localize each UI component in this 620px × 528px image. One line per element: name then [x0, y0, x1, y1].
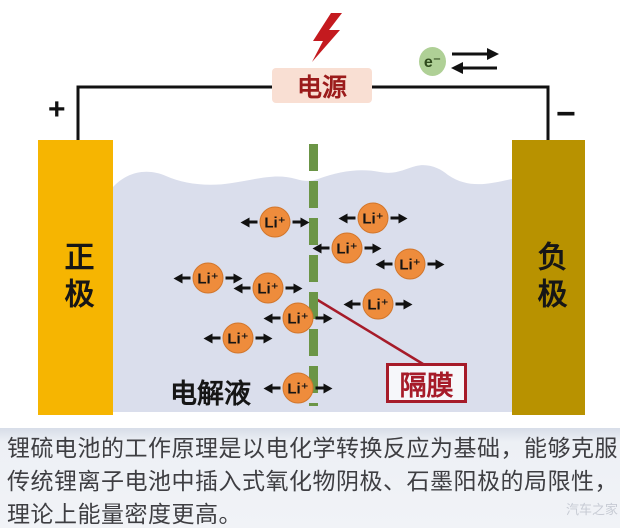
minus-sign: − [556, 95, 576, 133]
right-arrow-shaft [315, 386, 324, 390]
separator-callout-line [315, 297, 424, 366]
electron-label: e⁻ [423, 53, 442, 71]
li-ion: Li⁺ [203, 322, 273, 354]
positive-electrode-label: 正极 [59, 240, 93, 315]
electron-flow-arrows-icon [451, 48, 499, 74]
negative-electrode-label: 负极 [532, 240, 566, 315]
left-arrow-icon [375, 259, 385, 269]
left-arrow-shaft [321, 246, 330, 250]
electrolyte-label: 电解液 [170, 379, 251, 409]
right-arrow-icon [323, 383, 333, 393]
left-arrow-shaft [242, 286, 251, 290]
left-arrow-shaft [212, 336, 221, 340]
left-arrow-shaft [182, 276, 191, 280]
left-arrow-icon [263, 383, 273, 393]
right-arrow-shaft [255, 336, 264, 340]
right-arrow-shaft [427, 262, 436, 266]
right-arrow-icon [435, 259, 445, 269]
separator-membrane [309, 144, 318, 406]
positive-electrode: 正极 [38, 140, 113, 415]
caption-panel: 锂硫电池的工作原理是以电化学转换反应为基础，能够克服 传统锂离子电池中插入式氧化… [0, 428, 620, 528]
li-ion-ball: Li⁺ [222, 322, 254, 354]
negative-electrode: 负极 [512, 140, 585, 415]
left-arrow-shaft [347, 216, 356, 220]
li-ion-ball: Li⁺ [394, 248, 426, 280]
li-ion-ball: Li⁺ [282, 372, 314, 404]
li-ion-ball: Li⁺ [331, 232, 363, 264]
right-arrow-icon [233, 273, 243, 283]
left-arrow-shaft [272, 386, 281, 390]
li-ion: Li⁺ [375, 248, 445, 280]
li-ion-ball: Li⁺ [192, 262, 224, 294]
left-arrow-icon [312, 243, 322, 253]
caption-line-3: 理论上能量密度更高。 [7, 501, 242, 527]
li-ion-ball: Li⁺ [259, 206, 291, 238]
left-arrow-shaft [272, 316, 281, 320]
li-ion: Li⁺ [312, 232, 382, 264]
right-arrow-icon [300, 217, 310, 227]
li-ion: Li⁺ [263, 302, 333, 334]
left-arrow-shaft [249, 220, 258, 224]
right-arrow-shaft [395, 302, 404, 306]
electron-icon: e⁻ [419, 47, 446, 76]
left-arrow-shaft [352, 302, 361, 306]
right-arrow-shaft [285, 286, 294, 290]
right-arrow-icon [263, 333, 273, 343]
right-arrow-icon [403, 299, 413, 309]
caption-line-1: 锂硫电池的工作原理是以电化学转换反应为基础，能够克服 [7, 435, 618, 461]
li-ion: Li⁺ [263, 372, 333, 404]
right-arrow-shaft [315, 316, 324, 320]
lightning-icon [312, 13, 342, 62]
left-arrow-shaft [384, 262, 393, 266]
right-arrow-shaft [292, 220, 301, 224]
power-source-label: 电源 [296, 74, 347, 102]
separator-label-box: 隔膜 [386, 363, 467, 403]
left-arrow-icon [338, 213, 348, 223]
right-arrow-shaft [390, 216, 399, 220]
right-arrow-shaft [364, 246, 373, 250]
right-arrow-icon [398, 213, 408, 223]
left-arrow-icon [343, 299, 353, 309]
right-arrow-icon [372, 243, 382, 253]
li-ion-ball: Li⁺ [282, 302, 314, 334]
li-ion-ball: Li⁺ [252, 272, 284, 304]
left-arrow-icon [263, 313, 273, 323]
li-ion: Li⁺ [343, 288, 413, 320]
right-arrow-icon [323, 313, 333, 323]
li-ion: Li⁺ [233, 272, 303, 304]
caption-line-2: 传统锂离子电池中插入式氧化物阴极、石墨阳极的局限性， [7, 468, 618, 494]
li-ion: Li⁺ [338, 202, 408, 234]
watermark: 汽车之家 [566, 502, 619, 517]
left-arrow-icon [203, 333, 213, 343]
li-ion-ball: Li⁺ [362, 288, 394, 320]
wire-left [76, 85, 272, 141]
right-arrow-icon [293, 283, 303, 293]
left-arrow-icon [240, 217, 250, 227]
left-arrow-icon [173, 273, 183, 283]
li-ion: Li⁺ [240, 206, 310, 238]
power-source-box: 电源 [272, 68, 372, 103]
separator-label: 隔膜 [399, 370, 454, 401]
li-ion-ball: Li⁺ [357, 202, 389, 234]
left-arrow-icon [233, 283, 243, 293]
right-arrow-shaft [225, 276, 234, 280]
li-ion: Li⁺ [173, 262, 243, 294]
wire-right [372, 85, 550, 141]
plus-sign: + [48, 93, 66, 126]
